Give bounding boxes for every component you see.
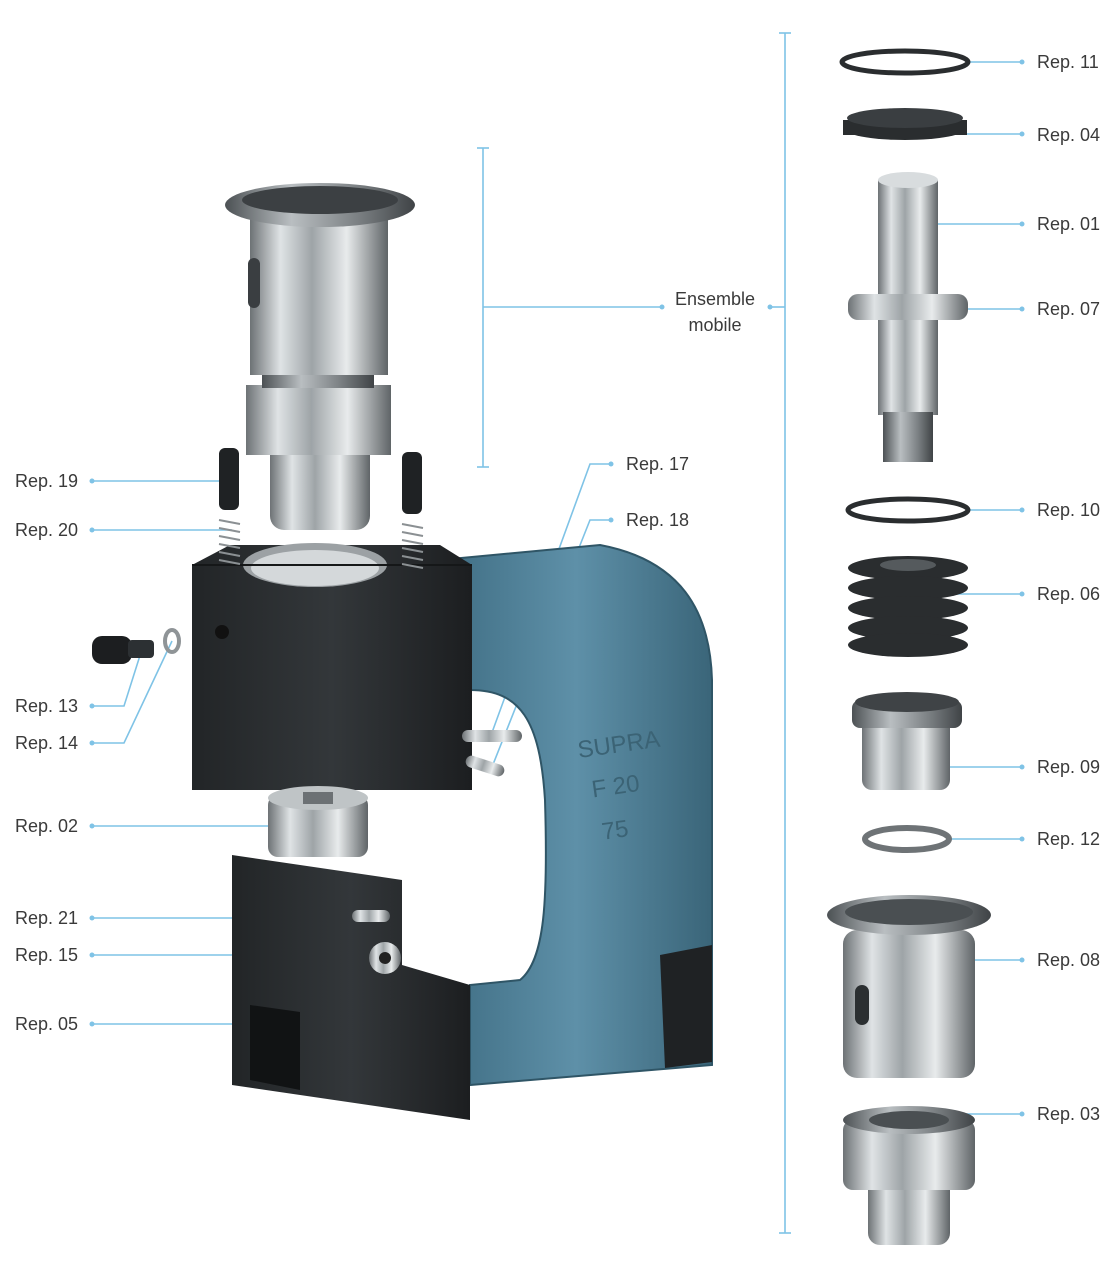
label-rep-03: Rep. 03 <box>1037 1104 1101 1124</box>
label-rep-11: Rep. 11 <box>1037 52 1099 72</box>
label-rep-21: Rep. 21 <box>15 908 79 928</box>
ensemble-mobile-label: Ensemble mobile <box>660 286 770 338</box>
label-rep-04: Rep. 04 <box>1037 125 1101 145</box>
label-rep-08: Rep. 08 <box>1037 950 1101 970</box>
ensemble-mobile-line-2: mobile <box>688 315 742 335</box>
upper-cylinder <box>225 183 415 530</box>
label-rep-19: Rep. 19 <box>15 471 79 491</box>
frame-embossing-3: 75 <box>600 815 630 845</box>
label-rep-02: Rep. 02 <box>15 816 79 836</box>
label-rep-14: Rep. 14 <box>15 733 79 753</box>
label-rep-13: Rep. 13 <box>15 696 79 716</box>
leader-dots <box>89 59 1025 1117</box>
right-parts <box>827 48 991 1245</box>
label-rep-05: Rep. 05 <box>15 1014 79 1034</box>
guide-pins <box>218 448 424 569</box>
label-rep-20: Rep. 20 <box>15 520 79 540</box>
ensemble-mobile-line-1: Ensemble <box>674 289 756 309</box>
frame-embossing-2: F 20 <box>590 770 641 803</box>
screw-and-washer <box>92 628 181 664</box>
label-rep-09: Rep. 09 <box>1037 757 1101 777</box>
label-rep-15: Rep. 15 <box>15 945 79 965</box>
label-rep-06: Rep. 06 <box>1037 584 1101 604</box>
die-holder <box>232 786 470 1120</box>
label-rep-17: Rep. 17 <box>626 454 690 474</box>
label-rep-01: Rep. 01 <box>1037 214 1101 234</box>
label-rep-07: Rep. 07 <box>1037 299 1101 319</box>
label-rep-18: Rep. 18 <box>626 510 690 530</box>
label-rep-10: Rep. 10 <box>1037 500 1101 520</box>
label-rep-12: Rep. 12 <box>1037 829 1101 849</box>
c-frame: SUPRA F 20 75 <box>438 543 713 1087</box>
upper-block <box>192 543 522 790</box>
